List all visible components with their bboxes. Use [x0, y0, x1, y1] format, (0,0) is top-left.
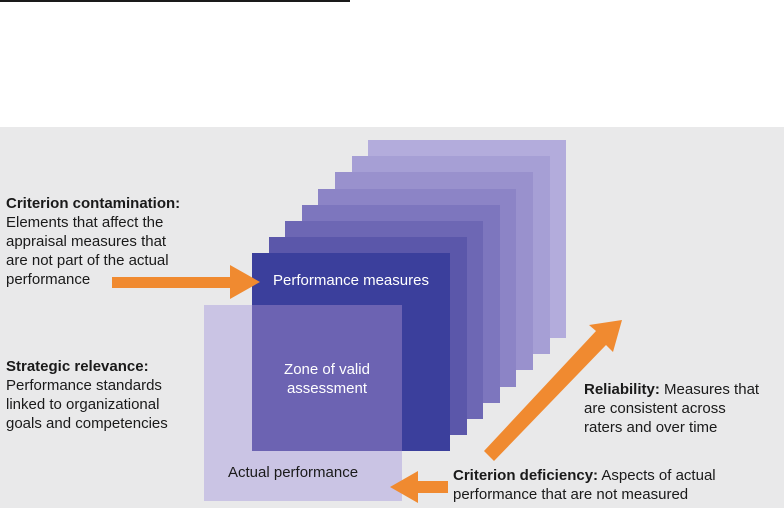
deficiency-arrow — [390, 471, 448, 503]
strategic-relevance-annotation: Strategic relevance: Performance standar… — [6, 357, 168, 433]
criterion-contamination-annotation: Criterion contamination: Elements that a… — [6, 194, 180, 289]
strategic-relevance-line-2: linked to organizational — [6, 396, 160, 413]
zone-label-line-1: Zone of valid — [284, 361, 370, 378]
performance-measures-label: Performance measures — [273, 272, 429, 289]
reliability-term: Reliability: — [584, 381, 660, 398]
criterion-contamination-line-4: performance — [6, 271, 91, 288]
criterion-contamination-line-1: Elements that affect the — [6, 214, 164, 231]
zone-of-valid-assessment-label: Zone of valid assessment — [252, 360, 402, 398]
criterion-contamination-line-2: appraisal measures that — [6, 233, 167, 250]
criterion-contamination-term: Criterion contamination: — [6, 195, 181, 212]
reliability-arrow — [484, 320, 622, 461]
zone-label-line-2: assessment — [286, 380, 368, 397]
actual-performance-label: Actual performance — [228, 464, 359, 481]
criterion-deficiency-annotation: Criterion deficiency: Aspects of actual … — [453, 466, 716, 504]
criterion-contamination-line-3: are not part of the actual — [6, 252, 169, 269]
contamination-arrow — [112, 265, 260, 299]
criterion-deficiency-line-1-rest: Aspects of actual — [598, 467, 716, 484]
criterion-deficiency-term: Criterion deficiency: — [453, 467, 599, 484]
zone-of-valid-assessment-box — [252, 305, 402, 451]
reliability-line-1-rest: Measures that — [659, 381, 760, 398]
strategic-relevance-term: Strategic relevance: — [6, 358, 149, 375]
strategic-relevance-line-3: goals and competencies — [6, 415, 168, 432]
strategic-relevance-line-1: Performance standards — [6, 377, 162, 394]
reliability-line-2: are consistent across — [584, 400, 726, 417]
reliability-line-3: raters and over time — [584, 419, 718, 436]
reliability-annotation: Reliability: Measures that are consisten… — [584, 380, 759, 437]
criterion-deficiency-line-2: performance that are not measured — [453, 486, 689, 503]
top-rule — [0, 0, 350, 2]
